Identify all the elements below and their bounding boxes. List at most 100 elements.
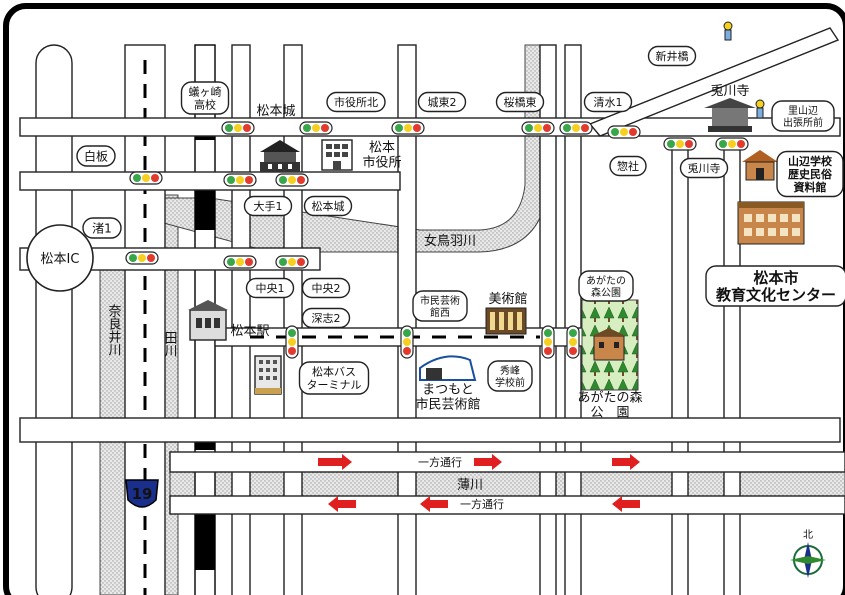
svg-text:兎川寺: 兎川寺 [710,84,749,99]
place-label-station: 松本駅 [230,324,269,339]
place-label-bus-terminal: 松本バスターミナル [298,361,370,395]
signal-label-chuo2: 中央2 [301,277,351,299]
arts-center-icon [419,355,477,381]
svg-text:女鳥羽川: 女鳥羽川 [424,233,476,249]
traffic-light-icon [125,251,159,265]
svg-text:薄川: 薄川 [457,478,483,493]
signal-label-matsumotojo: 松本城 [303,195,353,217]
traffic-light-icon [223,173,257,187]
signal-label-shimizu1: 清水1 [583,91,633,113]
river-label-metoba: 女鳥羽川 [424,233,476,249]
interchange-circle [26,224,94,292]
river-label-tagawa: 田川 [162,331,178,357]
svg-text:惣社: 惣社 [617,159,639,173]
svg-text:田川: 田川 [162,331,178,357]
svg-text:まつもと市民芸術館: まつもと市民芸術館 [415,382,480,412]
temple-icon [704,98,756,132]
traffic-light-icon [715,137,749,151]
place-label-castle: 松本城 [256,104,295,119]
svg-text:新井橋: 新井橋 [656,49,689,63]
traffic-light-icon [223,255,257,269]
place-label-yamabe: 山辺学校歴史民俗資料館 [776,150,844,198]
signal-label-shuho: 秀峰学校前 [487,360,533,392]
signal-label-genchi: 兎川寺 [679,157,729,179]
signal-label-fukashi2: 深志2 [301,307,351,329]
svg-text:山辺学校歴史民俗資料館: 山辺学校歴史民俗資料館 [788,154,833,194]
svg-text:渚1: 渚1 [92,222,112,236]
traffic-light-icon [299,121,333,135]
svg-text:松本IC: 松本IC [41,252,80,267]
svg-text:奈良井川: 奈良井川 [106,304,122,356]
traffic-light-icon [559,121,593,135]
pin-icon [723,21,733,41]
one-way-arrows [318,454,640,512]
traffic-light-icon [275,255,309,269]
svg-text:中央2: 中央2 [312,282,341,295]
signal-label-ote1: 大手1 [243,195,293,217]
svg-text:松本城: 松本城 [256,104,295,119]
place-label-arts-center: まつもと市民芸術館 [415,382,480,412]
station-icon [188,300,228,341]
castle-icon [260,140,300,172]
svg-text:一方通行: 一方通行 [418,455,462,469]
traffic-signals [125,121,749,359]
svg-text:秀峰学校前: 秀峰学校前 [495,365,525,389]
svg-text:あがたの森公 園: あがたの森公 園 [577,390,642,420]
river-label-susukigawa: 薄川 [457,478,483,493]
traffic-light-icon [285,325,299,359]
signal-label-hebikubo: 蟻ヶ崎高校 [180,81,230,115]
svg-text:松本駅: 松本駅 [230,324,269,339]
svg-text:あがたの森公園: あがたの森公園 [586,274,626,299]
traffic-light-icon [607,125,641,139]
svg-text:里山辺出張所前: 里山辺出張所前 [783,105,823,129]
svg-text:松本城: 松本城 [312,199,345,213]
traffic-light-icon [521,121,555,135]
pin-icon [755,99,765,119]
one-way-label-upper: 一方通行 [418,455,462,469]
svg-text:城東2: 城東2 [428,96,457,109]
traffic-light-icon [221,121,255,135]
signal-label-shiyakusho-kita: 市役所北 [326,91,386,113]
bus-terminal-icon [254,355,282,395]
place-label-education-center: 松本市教育文化センター [705,265,845,307]
svg-text:松本バスターミナル: 松本バスターミナル [307,365,362,392]
education-center-icon [737,201,805,245]
place-label-city-hall: 松本市役所 [362,140,401,170]
signal-label-sakurabashi: 桜橋東 [495,91,545,113]
ic-label: 松本IC [41,252,80,267]
yamabe-museum-icon [742,150,778,181]
signal-label-shinaibashi: 新井橋 [647,45,697,67]
agata-building-icon [592,328,626,361]
compass-icon: 北 [790,529,826,578]
signal-label-geijutsukan-nishi: 市民芸術館西 [412,290,468,322]
route-19-shield-icon: 19 [125,479,159,508]
signal-label-nagisa1: 渚1 [82,217,122,239]
svg-text:松本市役所: 松本市役所 [362,140,401,170]
svg-text:市役所北: 市役所北 [334,95,378,109]
svg-text:蟻ヶ崎高校: 蟻ヶ崎高校 [189,85,222,112]
traffic-light-icon [129,171,163,185]
traffic-light-icon [275,173,309,187]
svg-text:大手1: 大手1 [254,199,283,213]
svg-text:美術館: 美術館 [488,292,527,307]
museum-icon [485,307,527,335]
traffic-light-icon [391,121,425,135]
river-label-nara-igawa: 奈良井川 [106,304,122,356]
traffic-light-icon [663,137,697,151]
svg-text:兎川寺: 兎川寺 [688,162,721,175]
svg-text:深志2: 深志2 [312,312,341,325]
one-way-label-lower: 一方通行 [460,497,504,511]
signal-label-shirakaba: 白板 [76,145,116,167]
place-label-museum: 美術館 [488,292,527,307]
signal-label-soja: 惣社 [609,155,647,177]
place-label-temple: 兎川寺 [710,84,749,99]
route-number: 19 [132,485,153,503]
svg-text:清水1: 清水1 [594,96,623,109]
traffic-light-icon [400,325,414,359]
traffic-light-icon [541,325,555,359]
signal-label-agata-mori: あがたの森公園 [578,270,634,302]
place-label-satoyama: 里山辺出張所前 [771,100,835,132]
place-label-agata-park: あがたの森公 園 [577,390,642,420]
compass-north-label: 北 [803,529,813,541]
